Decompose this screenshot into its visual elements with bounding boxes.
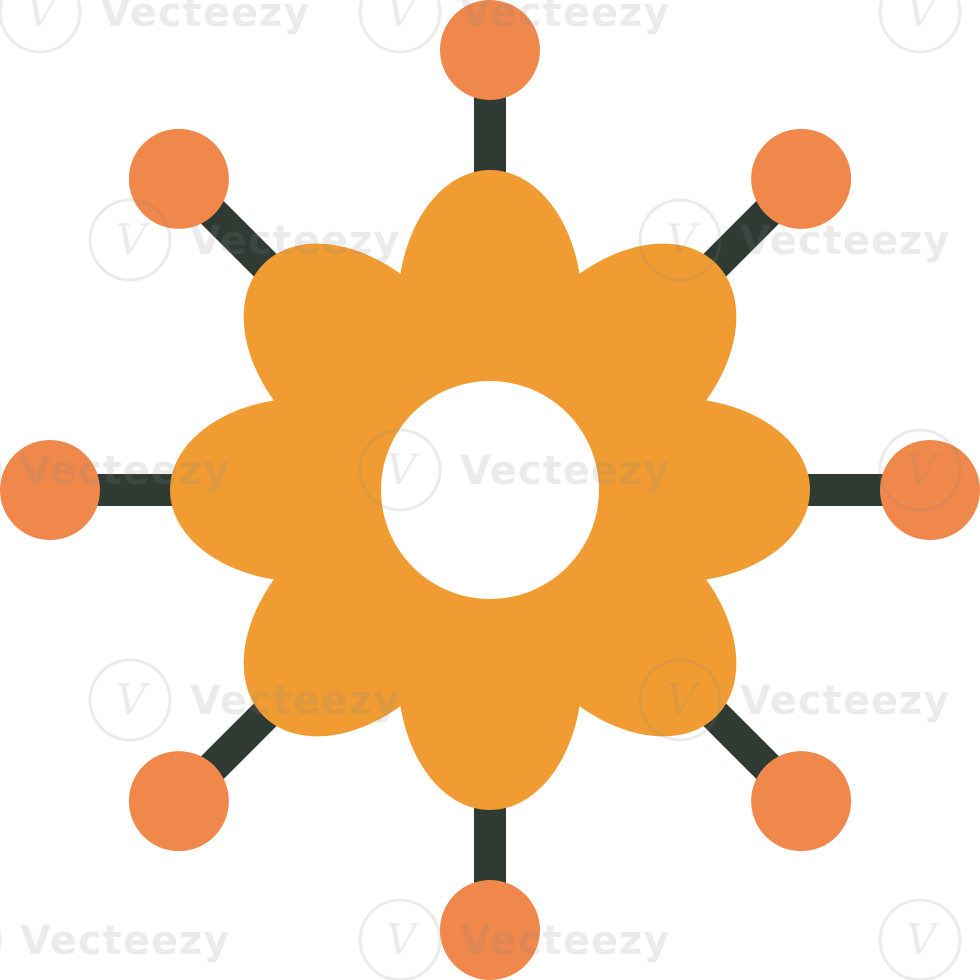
svg-text:Vecteezy: Vecteezy	[20, 448, 230, 494]
svg-text:Vecteezy: Vecteezy	[740, 678, 950, 724]
vecteezy-watermark: V Vecteezy	[358, 898, 670, 980]
svg-text:V: V	[906, 0, 940, 36]
svg-text:V: V	[666, 215, 700, 264]
vecteezy-watermark: V Vecteezy	[638, 198, 950, 282]
svg-text:V: V	[26, 0, 60, 36]
svg-text:V: V	[906, 445, 940, 494]
svg-text:V: V	[386, 0, 420, 36]
node-bottom-right	[751, 751, 852, 852]
svg-text:Vecteezy: Vecteezy	[740, 218, 950, 264]
svg-text:Vecteezy: Vecteezy	[460, 448, 670, 494]
svg-text:Vecteezy: Vecteezy	[460, 918, 670, 964]
node-bottom-left	[128, 751, 229, 852]
svg-text:Vecteezy: Vecteezy	[100, 0, 310, 36]
svg-text:V: V	[116, 675, 150, 724]
svg-text:V: V	[386, 915, 420, 964]
node-left	[0, 440, 100, 540]
svg-text:Vecteezy: Vecteezy	[190, 678, 400, 724]
node-right	[880, 440, 980, 540]
vecteezy-watermark: V Vecteezy	[358, 0, 670, 54]
svg-text:Vecteezy: Vecteezy	[20, 918, 230, 964]
vecteezy-watermark: V Vecteezy	[88, 658, 400, 742]
center-hole	[381, 381, 599, 599]
node-top-left	[128, 128, 229, 229]
vecteezy-watermark: V Vecteezy	[88, 198, 400, 282]
node-top-right	[751, 128, 852, 229]
svg-text:Vecteezy: Vecteezy	[460, 0, 670, 36]
svg-text:V: V	[906, 915, 940, 964]
vecteezy-watermark: V Vecteezy	[358, 428, 670, 512]
svg-text:V: V	[666, 675, 700, 724]
node-bottom	[440, 880, 540, 980]
vecteezy-watermark: V Vecteezy	[638, 658, 950, 742]
svg-text:V: V	[116, 215, 150, 264]
svg-text:Vecteezy: Vecteezy	[190, 218, 400, 264]
node-top	[440, 0, 540, 100]
svg-text:V: V	[386, 445, 420, 494]
vecteezy-watermark: V Vecteezy	[0, 0, 310, 54]
